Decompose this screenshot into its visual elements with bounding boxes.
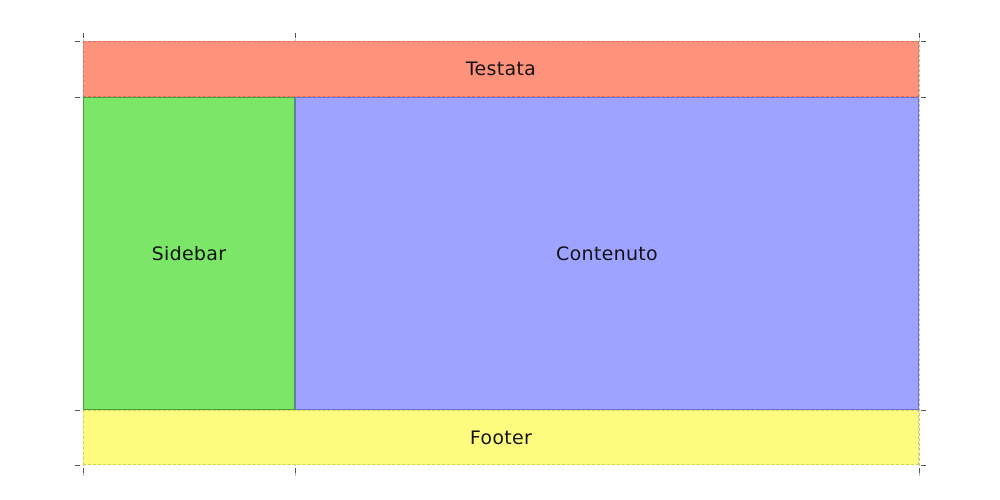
content-region: Contenuto: [295, 97, 919, 410]
tick-mark: [83, 33, 84, 38]
header-label: Testata: [465, 58, 537, 80]
tick-mark: [921, 410, 926, 411]
tick-mark: [921, 465, 926, 466]
footer-region: Footer: [83, 410, 919, 465]
tick-mark: [295, 33, 296, 38]
tick-mark: [75, 465, 80, 466]
guide-line-right: [919, 34, 920, 476]
tick-mark: [75, 410, 80, 411]
tick-mark: [295, 468, 296, 473]
tick-mark: [83, 468, 84, 473]
tick-mark: [919, 33, 920, 38]
header-region: Testata: [83, 41, 919, 97]
sidebar-label: Sidebar: [151, 242, 227, 265]
tick-mark: [921, 41, 926, 42]
footer-label: Footer: [469, 426, 533, 449]
tick-mark: [919, 468, 920, 473]
tick-mark: [75, 97, 80, 98]
sidebar-region: Sidebar: [83, 97, 295, 410]
tick-mark: [921, 97, 926, 98]
content-label: Contenuto: [556, 242, 658, 265]
tick-mark: [75, 41, 80, 42]
